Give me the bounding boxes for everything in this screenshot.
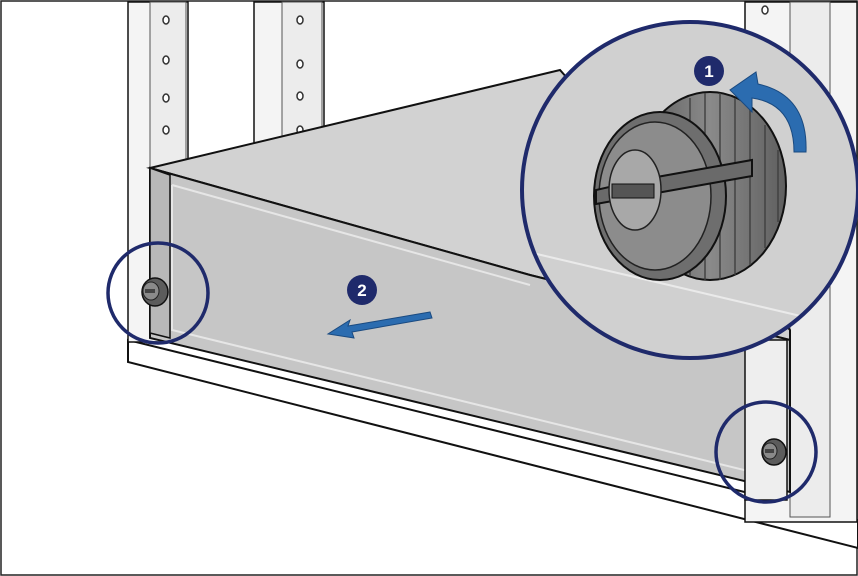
panel-bevel-top [171,184,531,286]
step-1-circle [694,56,724,86]
right-callout-circle [714,400,818,504]
panel-bevel-highlight [171,185,786,481]
right-thumbscrew-callout [714,400,818,504]
pull-out-arrow-icon [326,311,433,339]
left-thumbscrew-callout [106,241,210,345]
left-thumbscrew-icon[interactable] [141,277,169,307]
step-1-badge: 1 [694,56,724,86]
step-2-number: 2 [357,281,366,300]
rack-holes [162,5,769,135]
rotate-counterclockwise-arrow-icon [729,71,807,153]
zoom-callout [520,20,858,360]
panel-left-flange [149,166,171,339]
step-2-badge: 2 [347,275,377,305]
left-callout-circle [106,241,210,345]
zoom-content [522,22,858,358]
right-thumbscrew-icon[interactable] [761,438,787,466]
zoomed-thumbscrew-icon[interactable] [593,91,787,281]
step-1-number: 1 [704,62,713,81]
step-2-circle [347,275,377,305]
rack-right-front-post [744,339,788,501]
zoom-callout-circle [520,20,858,360]
rack-base [127,338,858,550]
